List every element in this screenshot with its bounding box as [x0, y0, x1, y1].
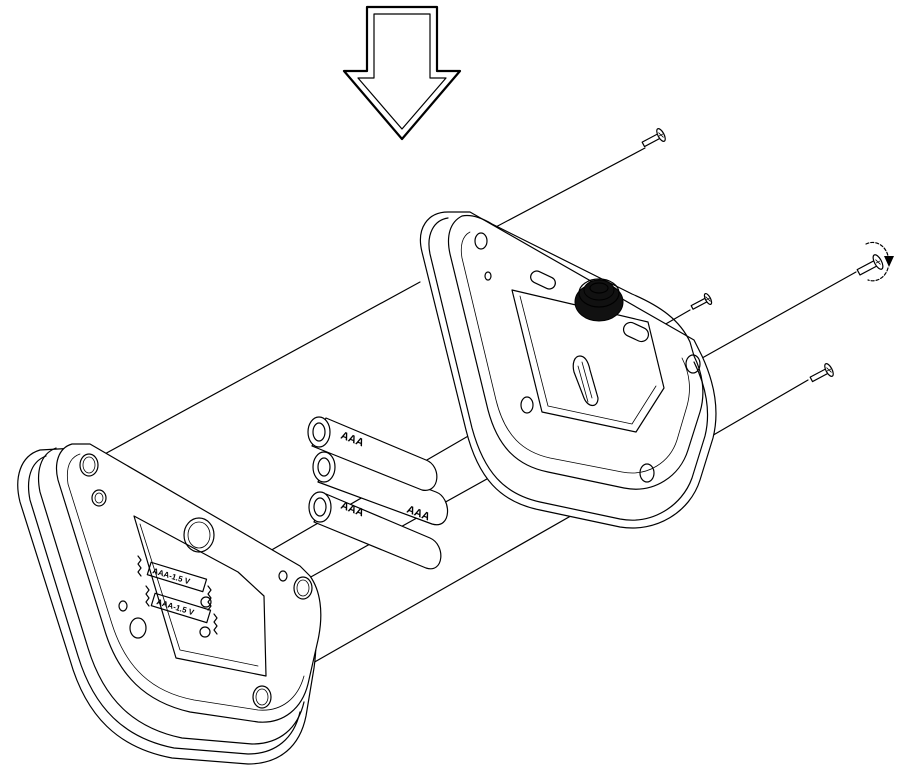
screw-mid [690, 292, 713, 310]
down-arrow-icon [342, 5, 462, 141]
battery-3 [308, 491, 442, 570]
screw-right [856, 254, 884, 276]
rotate-arrow-icon [865, 241, 894, 282]
screw-bottom [809, 363, 834, 383]
front-housing: AAA-1.5 V AAA-1.5 V [17, 443, 322, 765]
battery-2 [312, 451, 449, 526]
screw-top [641, 128, 666, 148]
minus-symbol-icon [199, 626, 211, 638]
screws [641, 128, 894, 383]
plus-symbol-icon [200, 596, 212, 608]
aaa-batteries: AAA AAA AAA [307, 416, 449, 570]
battery-contact-springs [137, 555, 218, 635]
back-cover [419, 211, 717, 529]
battery-1 [307, 416, 438, 491]
